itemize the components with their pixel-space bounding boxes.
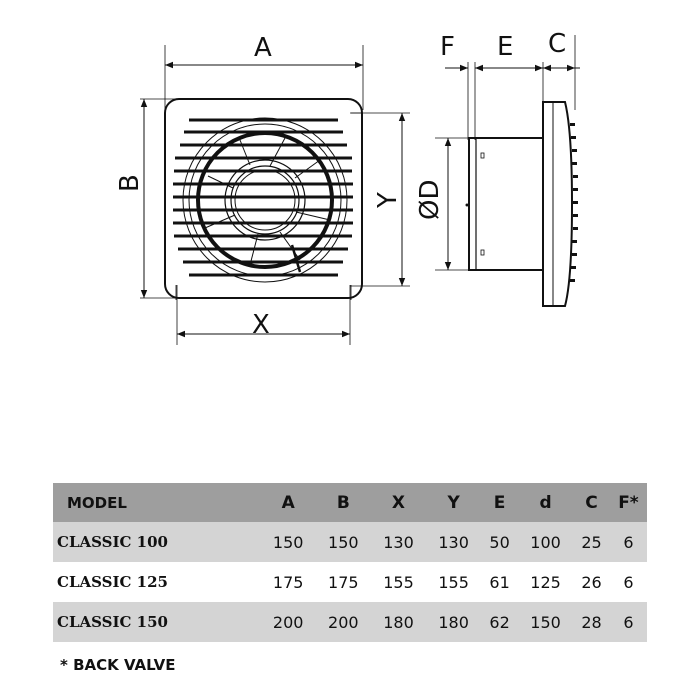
cell-a: 200 [272,612,304,632]
cell-e: 62 [489,612,510,632]
label-diameter: ØD [415,180,445,221]
label-e: E [497,32,513,62]
footnote-back-valve: * BACK VALVE [60,656,176,674]
cell-y: 180 [438,612,469,632]
model-cell: CLASSIC 150 [57,613,168,631]
cell-c: 28 [581,612,602,632]
column-header-f: F* [618,492,639,513]
cell-y: 155 [438,572,469,592]
label-y: Y [373,192,403,209]
table-row: CLASSIC 100 150 150 130 130 50 100 25 6 [53,522,647,562]
model-cell: CLASSIC 125 [57,573,168,591]
column-header-a: A [281,492,295,513]
label-a: A [254,33,272,63]
cell-x: 180 [383,612,414,632]
table-row: CLASSIC 150 200 200 180 180 62 150 28 6 [53,602,647,642]
cell-e: 61 [489,572,510,592]
table-header-row: MODEL A B X Y E d C F* [53,483,647,522]
column-header-b: B [336,492,350,513]
column-header-model: MODEL [67,493,127,512]
column-header-x: X [391,492,406,513]
fan-housing [164,98,363,299]
cell-c: 25 [581,532,602,552]
fan-body [468,137,544,271]
cell-b: 200 [328,612,359,632]
label-f: F [440,32,455,62]
label-x: X [252,310,270,340]
column-header-c: C [585,492,598,513]
cell-f: 6 [623,612,634,632]
column-header-d: d [539,492,552,513]
column-header-e: E [493,492,506,513]
table-row: CLASSIC 125 175 175 155 155 61 125 26 6 [53,562,647,602]
cell-a: 175 [272,572,304,592]
cell-y: 130 [438,532,469,552]
side-view: F E C ØD [415,29,580,307]
label-b: B [115,174,145,192]
cell-b: 150 [328,532,359,552]
cell-d: 150 [530,612,561,632]
cell-e: 50 [489,532,510,552]
fan-front-flange [542,101,574,307]
column-header-y: Y [447,492,460,513]
dimensions-table: MODEL A B X Y E d C F* CLASSIC 100 150 1… [53,483,647,642]
cell-x: 130 [383,532,414,552]
cell-f: 6 [623,532,634,552]
fan-ring [196,131,334,269]
cell-d: 100 [530,532,561,552]
cell-f: 6 [623,572,634,592]
label-c: C [548,29,566,59]
cell-a: 150 [272,532,304,552]
cell-d: 125 [530,572,561,592]
cell-b: 175 [328,572,359,592]
cell-x: 155 [383,572,414,592]
fan-technical-drawing: A B X Y [115,29,580,345]
model-cell: CLASSIC 100 [57,533,168,551]
cell-c: 26 [581,572,602,592]
front-view: A B X Y [115,33,410,345]
